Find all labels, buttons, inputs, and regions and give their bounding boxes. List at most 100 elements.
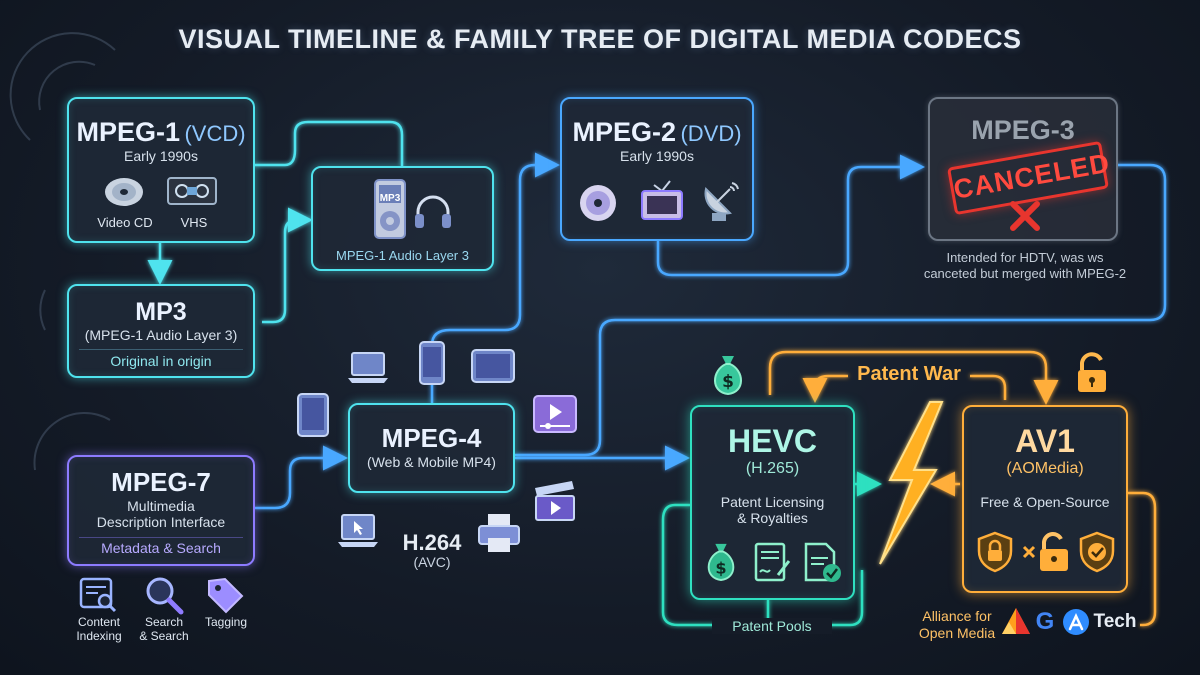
mpeg7-sub1: Multimedia [127,498,195,514]
mpeg7-divider [79,537,243,538]
mpeg7-sub2: Description Interface [96,514,226,530]
mpeg1-era: Early 1990s [124,148,198,164]
page-title: VISUAL TIMELINE & FAMILY TREE OF DIGITAL… [178,24,1022,54]
mpeg2-paren: (DVD) [680,121,742,146]
av1-sub: (AOMedia) [1006,460,1084,477]
wire-mpeg7-mpeg4 [255,445,348,510]
app-store-icon [1063,609,1089,635]
mpeg1-node[interactable]: MPEG-1 (VCD) Early 1990s Video CD VHS [67,97,255,243]
money-bag-icon: $ [714,356,742,396]
av1-name: AV1 [1015,423,1075,459]
mpeg3-note-line1: Intended for HDTV, was ws [946,250,1104,265]
av1-node[interactable]: AV1 (AOMedia) Free & Open-Source [962,405,1128,593]
vhs-tape-icon [167,177,217,205]
hevc-name: HEVC [728,423,817,459]
mp3-player-node[interactable]: MP3 MPEG-1 Audio Layer 3 [311,166,494,271]
mpeg2-era: Early 1990s [620,148,694,164]
tv-icon [641,180,683,220]
clapperboard-icon [535,481,575,521]
mpeg3-node[interactable]: MPEG-3 CANCELED [928,97,1118,241]
h264-sub: (AVC) [413,554,451,570]
mp3-note: Original in origin [110,353,212,369]
disc-icon [105,178,143,206]
feature-tagging-line1: Tagging [204,615,248,629]
wire-mpeg3-return [515,163,1167,457]
canceled-stamp-text: CANCELED [951,147,1113,205]
satellite-dish-icon [704,182,739,221]
hevc-sub: (H.265) [745,460,800,477]
mpeg1-paren: (VCD) [184,121,246,146]
patent-pools-label: Patent Pools [712,618,832,634]
wire-mpeg4-mpeg2 [430,152,560,403]
hevc-desc2: & Royalties [737,510,808,526]
mpeg7-node[interactable]: MPEG-7 Multimedia Description Interface … [67,455,255,566]
svg-text:$: $ [715,558,726,577]
mpeg2-heading: MPEG-2 (DVD) [562,117,752,148]
mpeg7-note: Metadata & Search [101,540,221,556]
alliance-logo-icon [1002,608,1030,634]
money-bag-icon: $ [707,543,735,581]
hevc-node[interactable]: HEVC (H.265) Patent Licensing & Royaltie… [690,405,855,600]
alliance-line1: Alliance for [922,608,992,624]
laptop-icon [348,352,388,383]
dvd-icon [580,185,616,221]
mpeg1-heading: MPEG-1 (VCD) [69,117,253,148]
hud-arc [9,32,116,141]
contract-icon [754,542,791,582]
hud-arc [39,289,46,331]
unlock-icon [1022,532,1068,571]
wire-mp3-mp3player [262,207,313,324]
hud-arc [38,60,96,111]
feature-content-line1: Content [77,615,121,629]
shield-lock-icon [977,531,1013,573]
content-indexing-icon [79,577,117,613]
mpeg3-name: MPEG-3 [971,115,1075,145]
open-padlock-icon [1078,352,1106,392]
wire-hevc-pools [661,503,864,627]
feature-content-line2: Indexing [76,629,122,643]
mp3-player-label: MPEG-1 Audio Layer 3 [336,248,469,263]
shield-check-icon [1079,531,1115,573]
lightning-icon [879,401,944,565]
phone-icon [419,341,445,385]
mpeg7-name: MPEG-7 [111,467,211,497]
laptop-cursor-icon [338,514,378,547]
hud-arc [33,412,111,471]
vhs-label: VHS [180,215,208,230]
svg-text:$: $ [722,372,734,392]
cross-icon [1010,201,1040,231]
video-cd-label: Video CD [97,215,153,230]
mp3-node[interactable]: MP3 (MPEG-1 Audio Layer 3) Original in o… [67,284,255,378]
feature-search-line2: & Search [139,629,189,643]
tablet-icon [297,393,329,437]
patent-war-label: Patent War [857,363,961,385]
mpeg1-name: MPEG-1 [76,117,180,147]
printer-icon [478,514,520,552]
mp3-sub: (MPEG-1 Audio Layer 3) [84,327,238,343]
tablet-icon [471,349,515,383]
wire-patentwar-outer [768,350,1059,405]
mpeg4-sub: (Web & Mobile MP4) [367,454,496,470]
tag-icon [208,577,244,614]
mpeg4-node[interactable]: MPEG-4 (Web & Mobile MP4) [348,403,515,493]
wire-mpeg2-mpeg3 [656,154,925,277]
mpeg2-name: MPEG-2 [572,117,676,147]
video-player-icon [533,395,577,433]
h264-name: H.264 [402,530,462,555]
av1-desc: Free & Open-Source [980,494,1110,510]
mp3-player-icon [374,179,406,239]
wire-patentwar-right [970,374,1007,400]
mp3-divider [79,349,243,350]
mp3-name: MP3 [135,298,187,326]
google-g-logo: G [1035,608,1055,635]
magnifier-icon [146,577,184,615]
hevc-desc1: Patent Licensing [720,494,825,510]
headphones-icon [415,195,451,228]
wire-patentwar-left [802,374,848,403]
feature-search-line1: Search [144,615,184,629]
mpeg2-node[interactable]: MPEG-2 (DVD) Early 1990s [560,97,754,241]
verified-document-icon [804,542,841,582]
wire-av1-alliance [1128,491,1157,627]
tech-label: Tech [1093,611,1137,632]
